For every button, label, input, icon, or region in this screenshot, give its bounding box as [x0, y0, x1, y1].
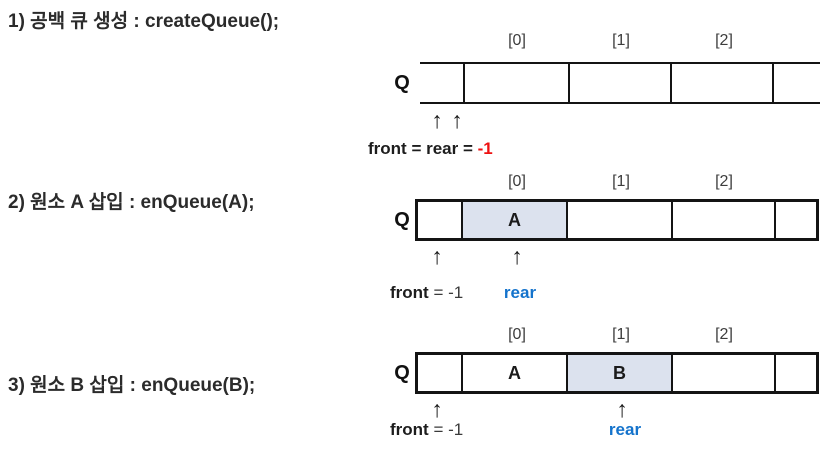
pointer-caption-step-1: front = rear = -1	[368, 139, 493, 159]
rear-caption-label: rear	[503, 283, 537, 302]
queue-cell-2	[673, 355, 776, 391]
queue-name-label: Q	[394, 362, 410, 384]
queue-trail-segment	[776, 355, 816, 391]
pointer-caption-step-3: front = -1	[390, 420, 463, 440]
index-label-0: [0]	[508, 326, 526, 343]
index-label-1: [1]	[612, 32, 630, 49]
rear-arrow: ↑	[616, 396, 628, 422]
caption-segment: = -1	[428, 283, 464, 302]
caption-segment: rear	[426, 139, 459, 158]
queue-lead-segment	[420, 64, 465, 102]
index-label-2: [2]	[715, 32, 733, 49]
rear-caption-label: rear	[608, 420, 642, 439]
rear-arrow: ↑	[511, 243, 523, 269]
index-label-0: [0]	[508, 32, 526, 49]
front-arrow: ↑	[431, 243, 443, 269]
index-label-1: [1]	[612, 173, 630, 190]
caption-segment: = -1	[428, 420, 464, 439]
index-label-0: [0]	[508, 173, 526, 190]
rear-caption-step-2: rear	[504, 283, 536, 303]
queue-cell-2	[672, 64, 774, 102]
caption-segment: front	[368, 139, 407, 158]
rear-caption-step-3: rear	[609, 420, 641, 440]
queue-trail-segment	[774, 64, 820, 102]
queue-cell-0	[465, 64, 570, 102]
queue-name-label: Q	[394, 209, 410, 231]
queue-lead-segment	[418, 355, 463, 391]
index-label-2: [2]	[715, 326, 733, 343]
pointer-caption-step-2: front = -1	[390, 283, 463, 303]
queue-lead-segment	[418, 202, 463, 238]
index-label-1: [1]	[612, 326, 630, 343]
queue-cell-1	[570, 64, 672, 102]
front-arrow: ↑	[431, 107, 443, 133]
caption-segment: -1	[477, 139, 493, 158]
caption-segment: =	[458, 139, 478, 158]
step-title-2: 2) 원소 A 삽입 : enQueue(A);	[8, 192, 255, 213]
rear-arrow: ↑	[451, 107, 463, 133]
step-title-1: 1) 공백 큐 생성 : createQueue();	[8, 11, 280, 32]
caption-segment: front	[390, 283, 429, 302]
queue-cell-2	[673, 202, 776, 238]
index-label-2: [2]	[715, 173, 733, 190]
queue-cell-0: A	[463, 355, 568, 391]
queue-array-step-1	[420, 62, 820, 104]
queue-cell-1: B	[568, 355, 673, 391]
front-arrow: ↑	[431, 396, 443, 422]
step-title-3: 3) 원소 B 삽입 : enQueue(B);	[8, 375, 256, 396]
queue-cell-0: A	[463, 202, 568, 238]
queue-trail-segment	[776, 202, 816, 238]
caption-segment: =	[406, 139, 427, 158]
queue-cell-1	[568, 202, 673, 238]
queue-array-step-2: A	[415, 199, 819, 241]
caption-segment: front	[390, 420, 429, 439]
queue-name-label: Q	[394, 72, 410, 94]
